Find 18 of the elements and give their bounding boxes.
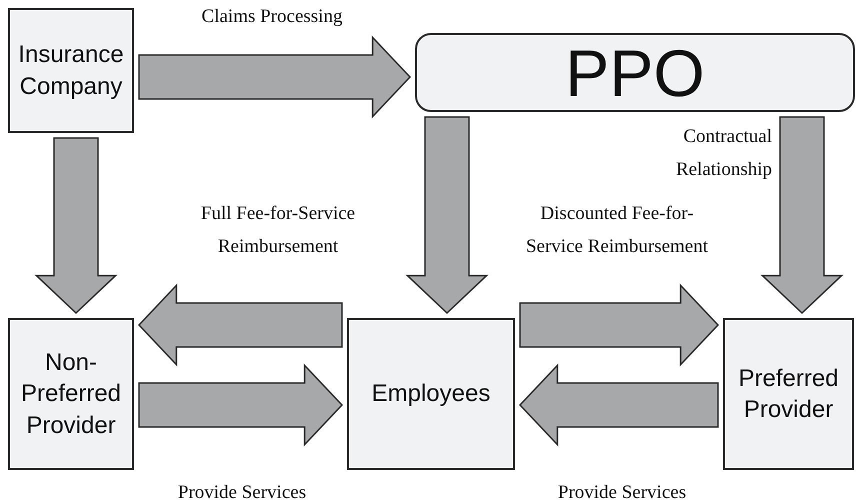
block-arrow xyxy=(519,284,720,366)
block-arrow xyxy=(760,116,844,314)
node-label: Employees xyxy=(372,379,490,410)
process-box xyxy=(347,318,515,470)
block-arrow xyxy=(406,116,488,314)
block-arrow xyxy=(518,364,719,446)
block-arrow xyxy=(34,137,118,314)
node-label: PPO xyxy=(565,40,705,106)
block-arrow xyxy=(138,36,412,118)
node-label: Insurance Company xyxy=(17,40,125,102)
node-label: Preferred Provider xyxy=(737,364,840,425)
block-arrow xyxy=(138,284,343,366)
rounded-box xyxy=(415,33,855,112)
process-box xyxy=(8,318,134,470)
node-label: Non-Preferred Provider xyxy=(20,348,122,441)
process-box xyxy=(8,8,134,133)
process-box xyxy=(723,318,854,470)
block-arrow xyxy=(138,364,344,446)
